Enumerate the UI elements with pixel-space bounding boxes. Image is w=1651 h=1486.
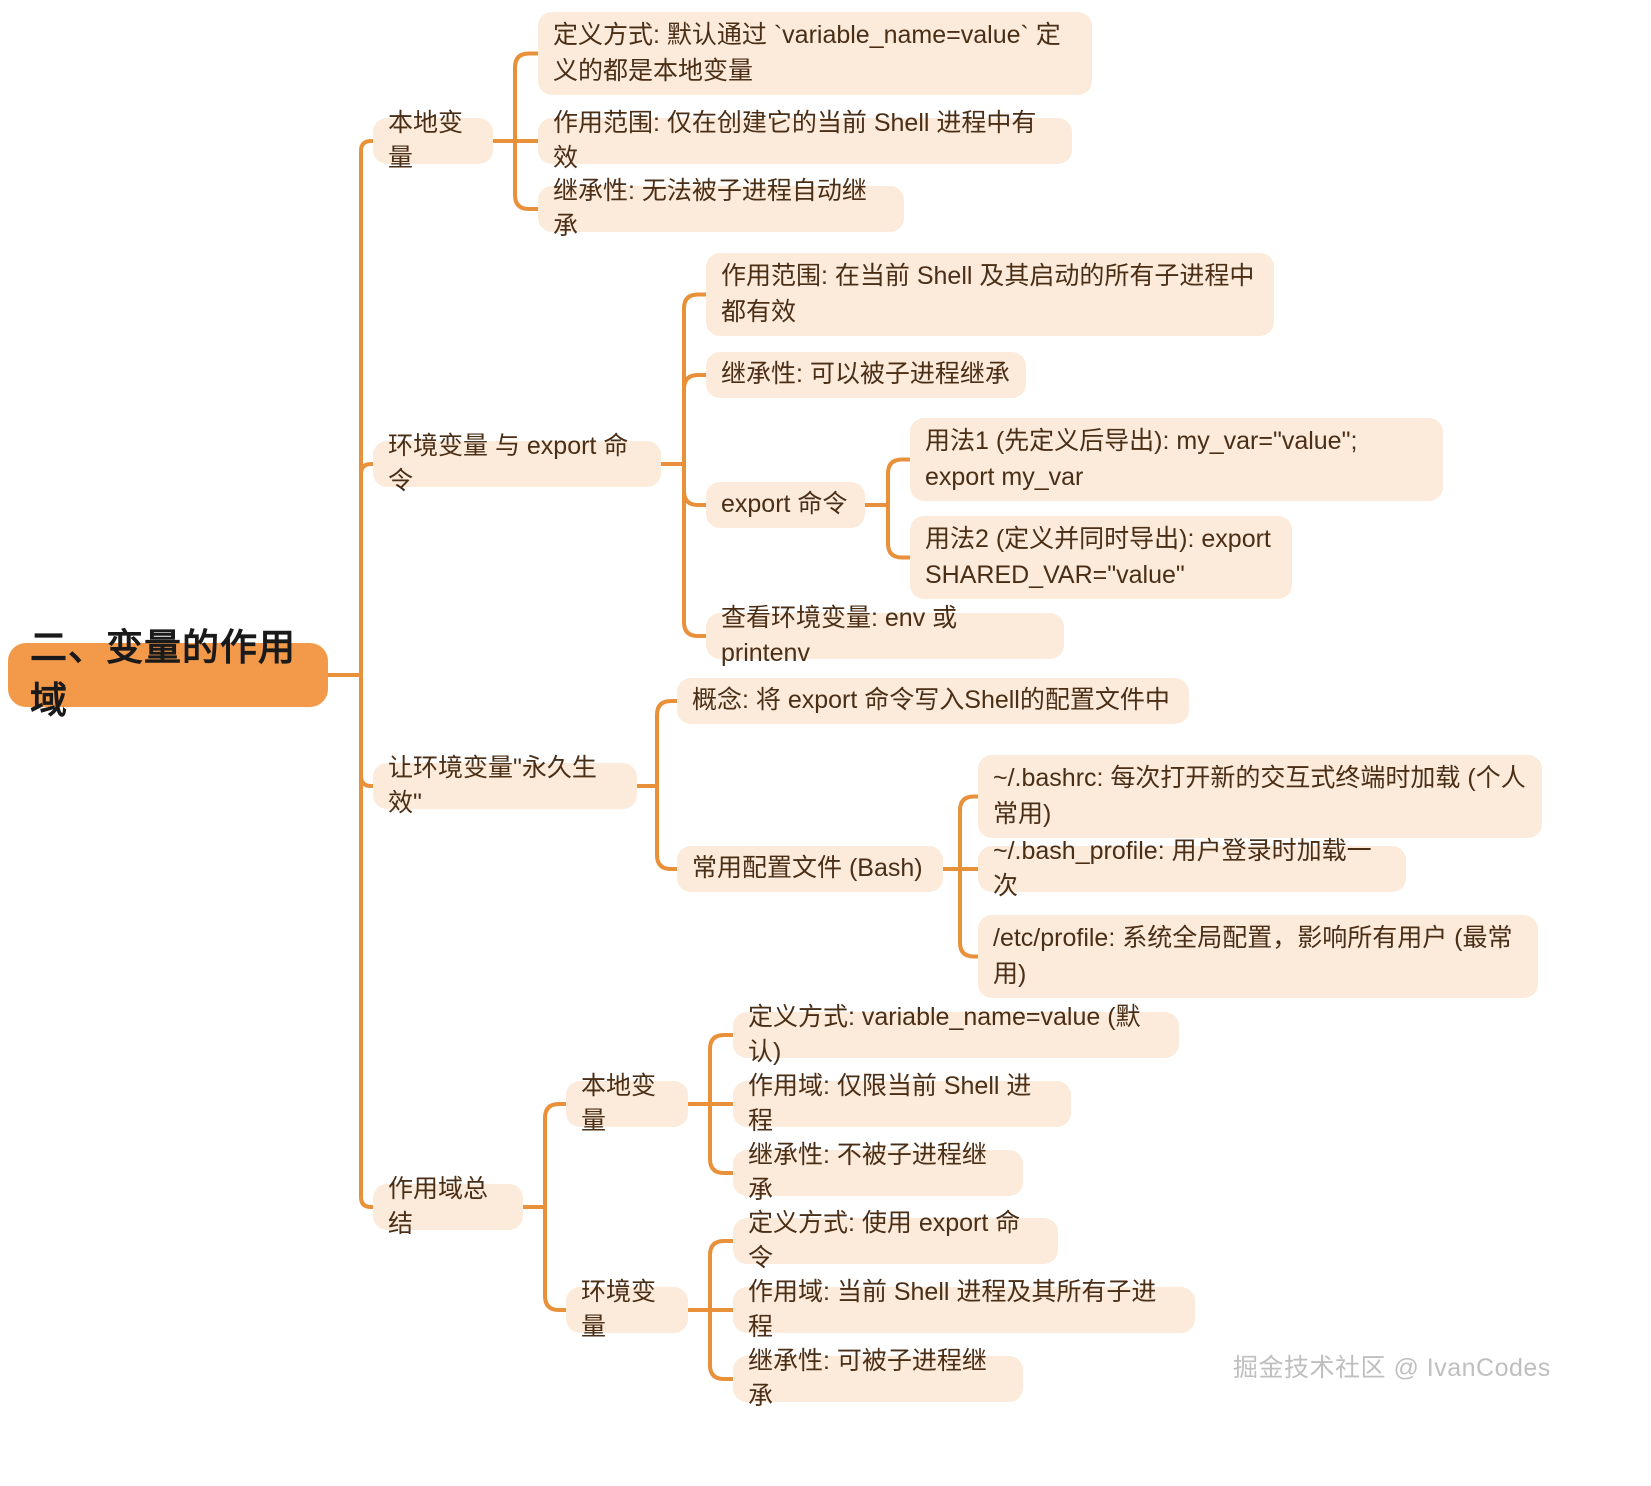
- watermark: 掘金技术社区 @ IvanCodes: [1233, 1354, 1551, 1382]
- leaf-node-perm-concept[interactable]: 概念: 将 export 命令写入Shell的配置文件中: [677, 678, 1189, 724]
- branch-node-env-variable-export[interactable]: 环境变量 与 export 命令: [373, 432, 661, 495]
- leaf-node-env-scope[interactable]: 作用范围: 在当前 Shell 及其启动的所有子进程中都有效: [706, 253, 1274, 336]
- leaf-node-bashrc[interactable]: ~/.bashrc: 每次打开新的交互式终端时加载 (个人常用): [978, 755, 1542, 838]
- sub-node-summary-local[interactable]: 本地变量: [566, 1072, 688, 1135]
- leaf-node-summary-env-scope[interactable]: 作用域: 当前 Shell 进程及其所有子进程: [733, 1278, 1195, 1341]
- leaf-node-env-view[interactable]: 查看环境变量: env 或 printenv: [706, 604, 1064, 667]
- leaf-node-summary-local-scope[interactable]: 作用域: 仅限当前 Shell 进程: [733, 1072, 1071, 1135]
- leaf-node-export-usage-2[interactable]: 用法2 (定义并同时导出): export SHARED_VAR="value": [910, 516, 1292, 599]
- leaf-node-summary-env-inherit[interactable]: 继承性: 可被子进程继承: [733, 1347, 1023, 1410]
- leaf-node-local-inherit[interactable]: 继承性: 无法被子进程自动继承: [538, 177, 904, 240]
- branch-node-scope-summary[interactable]: 作用域总结: [373, 1175, 523, 1238]
- branch-node-permanent-env[interactable]: 让环境变量"永久生效": [373, 754, 637, 817]
- branch-node-local-variable[interactable]: 本地变量: [373, 109, 493, 172]
- sub-node-summary-env[interactable]: 环境变量: [566, 1278, 688, 1341]
- leaf-node-summary-local-inherit[interactable]: 继承性: 不被子进程继承: [733, 1141, 1023, 1204]
- leaf-node-bash-profile[interactable]: ~/.bash_profile: 用户登录时加载一次: [978, 837, 1406, 900]
- leaf-node-local-scope[interactable]: 作用范围: 仅在创建它的当前 Shell 进程中有效: [538, 109, 1072, 172]
- leaf-node-summary-env-def[interactable]: 定义方式: 使用 export 命令: [733, 1209, 1058, 1272]
- leaf-node-env-inherit[interactable]: 继承性: 可以被子进程继承: [706, 352, 1026, 398]
- leaf-node-etc-profile[interactable]: /etc/profile: 系统全局配置，影响所有用户 (最常用): [978, 915, 1538, 998]
- root-node[interactable]: 二、变量的作用域: [8, 627, 328, 721]
- leaf-node-summary-local-def[interactable]: 定义方式: variable_name=value (默认): [733, 1003, 1179, 1066]
- leaf-node-export-usage-1[interactable]: 用法1 (先定义后导出): my_var="value"; export my_…: [910, 418, 1443, 501]
- sub-node-common-config-files[interactable]: 常用配置文件 (Bash): [677, 846, 943, 892]
- sub-node-export-command[interactable]: export 命令: [706, 482, 865, 528]
- leaf-node-local-def[interactable]: 定义方式: 默认通过 `variable_name=value` 定义的都是本地…: [538, 12, 1092, 95]
